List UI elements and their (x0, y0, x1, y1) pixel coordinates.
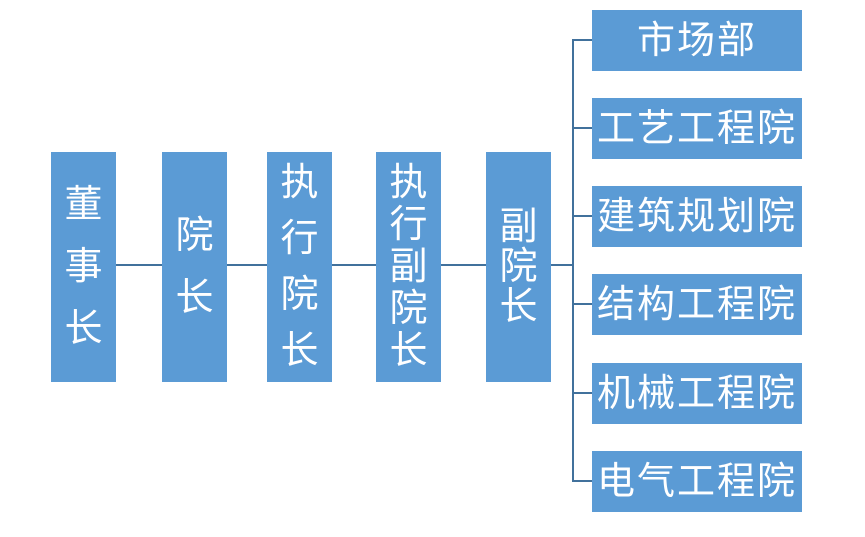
trunk-line (572, 39, 574, 482)
chain-node-char: 长 (280, 330, 319, 372)
chain-node-president[interactable]: 院长 (162, 152, 227, 382)
chain-node-char: 长 (175, 277, 214, 319)
chain-node-char: 院 (499, 246, 538, 288)
chain-connector (441, 264, 486, 266)
branch-connector (572, 392, 592, 394)
branch-connector (572, 215, 592, 217)
dept-node-architecture-planning-institute[interactable]: 建筑规划院 (592, 186, 802, 247)
chain-node-char: 副 (499, 206, 538, 248)
chain-connector (227, 264, 267, 266)
chain-node-chairman[interactable]: 董事长 (51, 152, 116, 382)
chain-node-char: 长 (64, 308, 103, 350)
chain-node-char: 长 (499, 286, 538, 328)
chain-node-char: 院 (280, 274, 319, 316)
chain-node-executive-president[interactable]: 执行院长 (267, 152, 332, 382)
chain-node-char: 副 (389, 246, 428, 288)
chain-node-char: 院 (389, 288, 428, 330)
dept-node-label: 建筑规划院 (596, 195, 797, 238)
branch-connector (572, 480, 592, 482)
branch-connector (572, 127, 592, 129)
chain-node-char: 行 (389, 204, 428, 246)
dept-node-process-engineering-institute[interactable]: 工艺工程院 (592, 98, 802, 159)
dept-node-label: 机械工程院 (596, 372, 797, 415)
chain-node-char: 事 (64, 246, 103, 288)
branch-connector (572, 303, 592, 305)
chain-node-char: 院 (175, 215, 214, 257)
chain-node-executive-vice-president[interactable]: 执行副院长 (376, 152, 441, 382)
chain-node-char: 董 (64, 184, 103, 226)
branch-connector (572, 39, 592, 41)
dept-node-label: 市场部 (636, 19, 757, 62)
dept-node-mechanical-engineering-institute[interactable]: 机械工程院 (592, 363, 802, 424)
chain-node-char: 执 (389, 162, 428, 204)
chain-node-char: 执 (280, 162, 319, 204)
chain-connector (332, 264, 376, 266)
chain-connector (116, 264, 162, 266)
dept-node-label: 结构工程院 (596, 283, 797, 326)
chain-node-vice-president[interactable]: 副院长 (486, 152, 551, 382)
chain-node-char: 长 (389, 330, 428, 372)
dept-node-label: 工艺工程院 (596, 107, 797, 150)
dept-node-marketing-dept[interactable]: 市场部 (592, 10, 802, 71)
chain-node-char: 行 (280, 218, 319, 260)
dept-node-electrical-engineering-institute[interactable]: 电气工程院 (592, 451, 802, 512)
chain-to-trunk-connector (551, 264, 573, 266)
dept-node-label: 电气工程院 (596, 460, 797, 503)
dept-node-structural-engineering-institute[interactable]: 结构工程院 (592, 274, 802, 335)
